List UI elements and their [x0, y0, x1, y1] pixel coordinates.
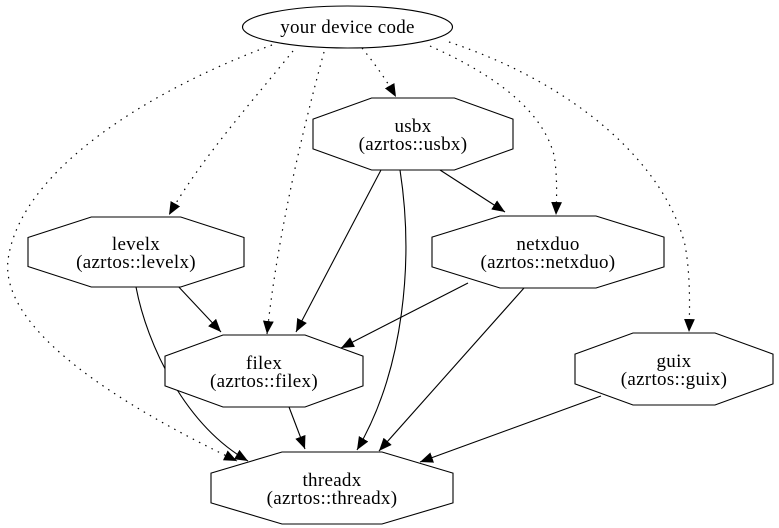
levelx-octagon — [27, 216, 245, 288]
device-code-ellipse — [241, 5, 454, 49]
edge-usbx-netxduo — [439, 169, 506, 213]
usbx-octagon — [312, 97, 514, 171]
edge-device-guix — [448, 41, 695, 333]
guix-octagon — [574, 332, 774, 406]
node-levelx: levelx (azrtos::levelx) — [27, 216, 245, 288]
edge-device-usbx — [361, 47, 397, 98]
edge-device-netxduo — [429, 45, 562, 216]
guix-sublabel: (azrtos::guix) — [621, 369, 728, 390]
netxduo-octagon — [431, 215, 665, 289]
edge-usbx-threadx — [356, 169, 407, 451]
device-code-label: your device code — [280, 17, 415, 38]
edges-solid — [135, 169, 602, 463]
threadx-sublabel: (azrtos::threadx) — [267, 488, 398, 509]
levelx-label: levelx — [112, 234, 160, 255]
edge-levelx-filex — [175, 283, 222, 333]
threadx-octagon — [210, 451, 454, 525]
edge-device-levelx — [168, 50, 294, 216]
node-usbx: usbx (azrtos::usbx) — [312, 97, 514, 171]
node-filex: filex (azrtos::filex) — [164, 334, 364, 408]
usbx-label: usbx — [394, 116, 431, 137]
filex-octagon — [164, 334, 364, 408]
edge-netxduo-threadx — [378, 287, 525, 452]
node-guix: guix (azrtos::guix) — [574, 332, 774, 406]
node-device-code: your device code — [241, 5, 454, 49]
filex-label: filex — [246, 353, 283, 374]
levelx-sublabel: (azrtos::levelx) — [76, 252, 196, 273]
edge-netxduo-filex — [340, 282, 469, 349]
node-threadx: threadx (azrtos::threadx) — [210, 451, 454, 525]
node-netxduo: netxduo (azrtos::netxduo) — [431, 215, 665, 289]
edge-device-threadx — [7, 44, 273, 462]
netxduo-label: netxduo — [516, 234, 579, 255]
usbx-sublabel: (azrtos::usbx) — [359, 134, 468, 155]
edge-device-filex — [262, 51, 325, 335]
edge-guix-threadx — [419, 395, 602, 463]
guix-label: guix — [657, 351, 692, 372]
edge-filex-threadx — [288, 406, 306, 450]
filex-sublabel: (azrtos::filex) — [210, 371, 318, 392]
threadx-label: threadx — [302, 470, 361, 491]
edges-dotted — [7, 41, 695, 462]
edge-usbx-filex — [295, 169, 382, 333]
netxduo-sublabel: (azrtos::netxduo) — [481, 252, 616, 273]
